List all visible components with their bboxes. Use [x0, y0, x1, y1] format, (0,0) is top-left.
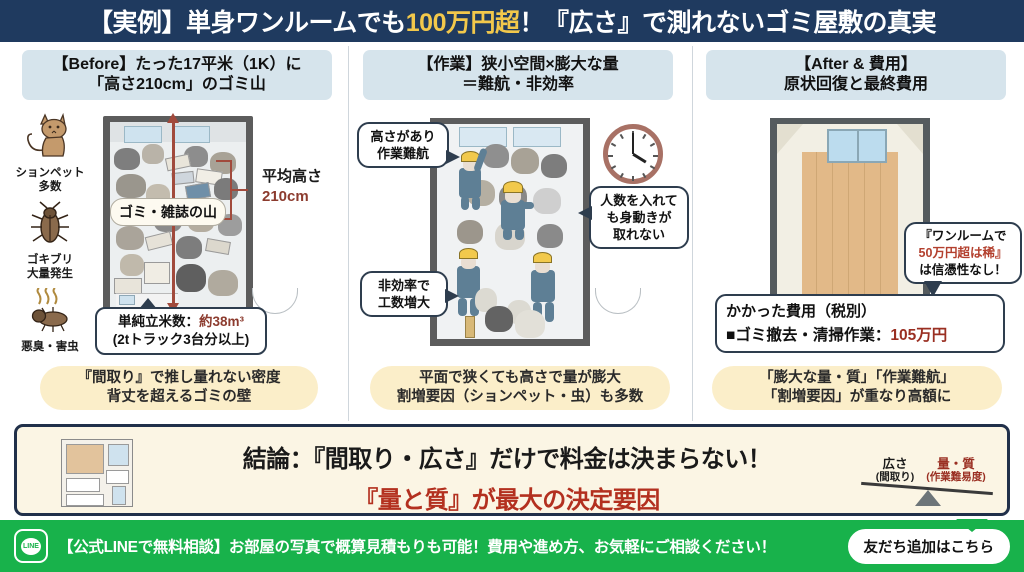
volume-line1: 単純立米数：約38m³ [105, 313, 257, 331]
caption-before-line2: 背丈を超えるゴミの壁 [106, 389, 252, 405]
header-title-before: 【実例】単身ワンルームでも [88, 9, 406, 37]
side-icon-label-cockroach: ゴキブリ 大量発生 [4, 253, 96, 282]
work-window-right [513, 127, 561, 147]
bubble-move-line3: 取れない [612, 227, 665, 243]
bubble-cred-line2: 50万円超は稀』 [918, 245, 1008, 260]
side-icon-list: ションペット 多数 ゴキブリ 大量発生 [4, 112, 96, 360]
line-cta-banner[interactable]: LINE 【公式LINEで無料相談】お部屋の写真で概算見積もりも可能！費用や進め… [0, 519, 1024, 572]
column-heading-after: 【After & 費用】 原状回復と最終費用 [706, 50, 1006, 100]
caption-after-line1: 「膨大な量・質」「作業難航」 [759, 370, 955, 387]
worker-figure [453, 146, 493, 210]
side-icon-item-cockroach: ゴキブリ 大量発生 [4, 201, 96, 282]
caption-before-line1: 『間取り』で推し量れない密度 [77, 370, 281, 387]
cost-item-label: ■ゴミ撤去・清掃作業： [726, 327, 891, 344]
side-icon-item-cat: ションペット 多数 [4, 112, 96, 195]
caption-after-line2: 「割増要因」が重なり高額に [762, 389, 952, 405]
bubble-height-difficulty: 高さがあり 作業難航 [357, 122, 460, 169]
average-height-value: 210cm [262, 188, 309, 206]
worker-figure [449, 244, 497, 316]
side-icon-label-cat: ションペット 多数 [4, 166, 96, 195]
bubble-cred-line1: 『ワンルームで [919, 229, 1007, 243]
column-heading-before-line1: 【Before】たった17平米（1K）に [52, 55, 302, 73]
average-height-label: 平均高さ 210cm [262, 167, 322, 208]
pile-label: ゴミ・雑誌の山 [110, 198, 226, 226]
column-heading-after-line1: 【After & 費用】 [795, 55, 917, 73]
sink-fixture [119, 295, 135, 305]
after-window [827, 129, 887, 163]
volume-line2: (2tトラック3台分以上) [112, 332, 250, 348]
cost-title: かかった費用（税別） [726, 303, 877, 320]
bubble-no-room-to-move: 人数を入れて も身動きが 取れない [578, 186, 689, 250]
column-heading-work: 【作業】狭小空間×膨大な量 ＝難航・非効率 [363, 50, 673, 100]
column-divider-2 [692, 46, 693, 421]
side-icon-item-odor: 悪臭・害虫 [4, 286, 96, 354]
column-heading-work-line1: 【作業】狭小空間×膨大な量 [417, 55, 619, 73]
caption-work-line1: 平面で狭くても高さで量が膨大 [419, 370, 621, 387]
work-window-left [459, 127, 507, 147]
bubble-cred-line3: は信憑性なし！ [919, 262, 1007, 277]
column-heading-before: 【Before】たった17平米（1K）に 「高さ210cm」のゴミ山 [22, 50, 332, 100]
page-header: 【実例】単身ワンルームでも100万円超！『広さ』で測れないゴミ屋敷の真実 [0, 0, 1024, 42]
conclusion-bar: 結論：『間取り・広さ』だけで料金は決まらない！ 『量と質』が最大の決定要因 広さ… [14, 424, 1010, 516]
window-left [124, 126, 162, 143]
column-divider-1 [348, 46, 349, 421]
cost-summary-box: かかった費用（税別） ■ゴミ撤去・清掃作業：105万円 [715, 294, 1005, 353]
cockroach-label-line1: ゴキブリ [27, 253, 73, 266]
worker-figure [493, 176, 535, 240]
line-banner-message: 【公式LINEで無料相談】お部屋の写真で概算見積もりも可能！費用や進め方、お気軽… [58, 539, 776, 556]
cat-label-line1: ションペット [15, 167, 85, 179]
caption-before: 『間取り』で推し量れない密度 背丈を超えるゴミの壁 [40, 366, 318, 410]
volume-callout: 単純立米数：約38m³ (2tトラック3台分以上) [95, 297, 267, 356]
volume-prefix: 単純立米数： [117, 314, 199, 329]
bubble-credibility: 『ワンルームで 50万円超は稀』 は信憑性なし！ [904, 222, 1022, 298]
cost-item-row: ■ゴミ撤去・清掃作業：105万円 [726, 323, 994, 345]
cat-label-line2: 多数 [38, 181, 62, 194]
window-right [172, 126, 210, 143]
column-heading-before-line2: 「高さ210cm」のゴミ山 [88, 76, 266, 93]
conclusion-line2: 『量と質』が最大の決定要因 [354, 487, 660, 514]
banner-notch [956, 519, 988, 532]
header-title-after: ！『広さ』で測れないゴミ屋敷の真実 [519, 9, 936, 37]
conclusion-line1: 結論：『間取り・広さ』だけで料金は決まらない！ [242, 446, 772, 473]
scale-right-sub: (作業難易度) [926, 471, 986, 483]
scale-fulcrum-icon [915, 490, 941, 506]
scale-left-sub: (間取り) [875, 471, 915, 483]
caption-work: 平面で狭くても高さで量が膨大 割増要因（ションペット・虫）も多数 [370, 366, 670, 410]
caption-work-line2: 割増要因（ションペット・虫）も多数 [396, 389, 644, 405]
floorplan-thumbnail [61, 439, 133, 507]
line-logo-text: LINE [23, 542, 39, 550]
scale-left-label: 広さ [882, 457, 908, 471]
bubble-ineff-line1: 非効率で [377, 278, 430, 293]
cost-item-value: 105万円 [890, 327, 948, 344]
bubble-height-line1: 高さがあり [370, 129, 436, 144]
odor-label-line1: 悪臭・害虫 [21, 340, 79, 353]
toilet-shape-middle [595, 288, 641, 314]
cockroach-icon [31, 201, 69, 243]
cockroach-label-line2: 大量発生 [27, 268, 73, 281]
bubble-inefficiency: 非効率で 工数増大 [360, 271, 459, 318]
odor-pest-icon [31, 286, 68, 332]
bubble-height-line2: 作業難航 [376, 146, 429, 162]
work-room-interior [437, 124, 583, 339]
bubble-move-line1: 人数を入れて [600, 193, 678, 208]
side-icon-label-odor: 悪臭・害虫 [4, 340, 96, 354]
balance-scale-diagram: 広さ (間取り) 量・質 (作業難易度) [857, 441, 997, 506]
volume-value: 約38m³ [198, 314, 244, 329]
header-title-highlight: 100万円超 [405, 9, 520, 37]
header-title: 【実例】単身ワンルームでも100万円超！『広さ』で測れないゴミ屋敷の真実 [88, 3, 936, 39]
add-friend-button[interactable]: 友だち追加はこちら [847, 528, 1010, 564]
caption-after: 「膨大な量・質」「作業難航」 「割増要因」が重なり高額に [712, 366, 1002, 410]
line-logo-icon: LINE [14, 529, 48, 563]
scale-right-label: 量・質 [937, 457, 975, 471]
bubble-move-line2: も身動きが [606, 210, 672, 226]
average-height-text: 平均高さ [262, 168, 323, 185]
conclusion-text: 結論：『間取り・広さ』だけで料金は決まらない！ 『量と質』が最大の決定要因 [197, 439, 817, 515]
column-heading-after-line2: 原状回復と最終費用 [783, 76, 928, 93]
cat-icon [27, 112, 67, 157]
bubble-ineff-line2: 工数増大 [377, 295, 430, 311]
clock-icon [603, 124, 663, 184]
column-heading-work-line2: ＝難航・非効率 [461, 76, 574, 93]
